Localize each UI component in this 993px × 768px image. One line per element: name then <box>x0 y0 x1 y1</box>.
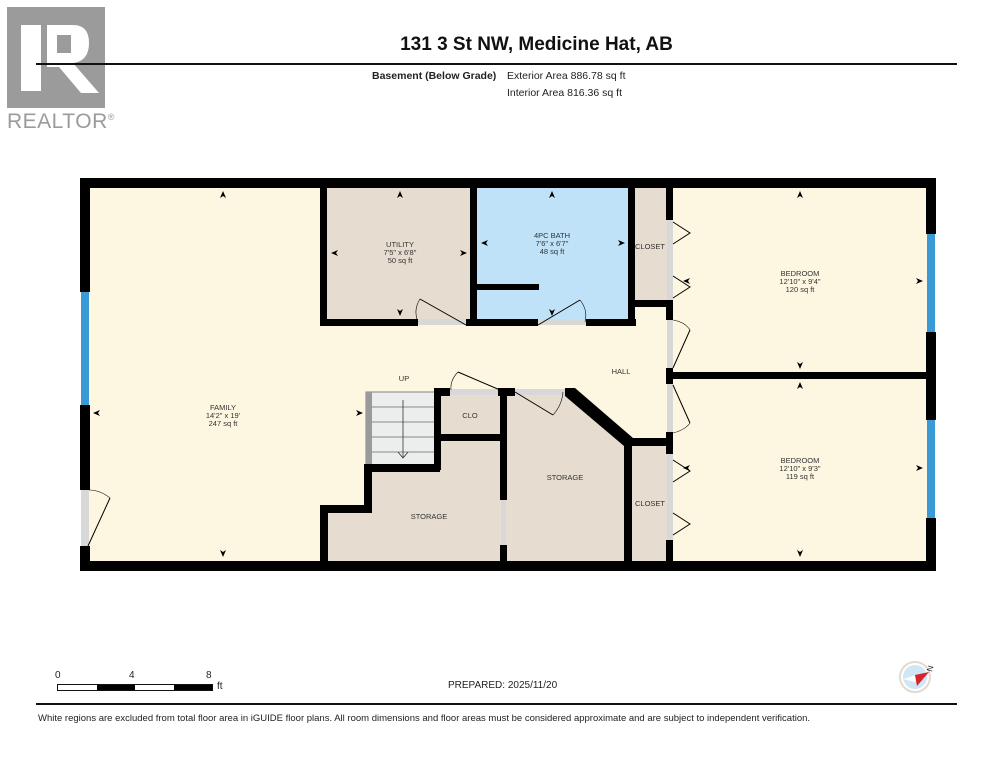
scale-tick-4: 4 <box>129 670 135 681</box>
floor-label: Basement (Below Grade) <box>372 70 497 82</box>
realtor-wordmark: REALTOR® <box>7 110 115 133</box>
interior-walls <box>320 186 928 563</box>
utility-label: UTILITY <box>386 240 414 249</box>
family-label: FAMILY <box>210 403 236 412</box>
bedroom-bottom-dims: 12'10" x 9'3" <box>779 464 820 473</box>
utility-area: 50 sq ft <box>388 256 414 265</box>
family-dims: 14'2" x 19' <box>206 411 241 420</box>
storage-mid-label: STORAGE <box>547 473 584 482</box>
storage-left-label: STORAGE <box>411 512 448 521</box>
exterior-area: Exterior Area 886.78 sq ft <box>507 70 626 82</box>
closet-bottom-fill <box>630 444 672 563</box>
bedroom-top-fill <box>672 186 930 376</box>
storage-mid-fill <box>506 392 628 563</box>
bath-label: 4PC BATH <box>534 231 570 240</box>
windows <box>81 234 935 518</box>
compass-icon: N <box>899 660 935 693</box>
closet-top-fill <box>630 186 672 304</box>
hall-label: HALL <box>612 367 631 376</box>
realtor-logo: REALTOR® <box>7 7 115 134</box>
closet-bottom-label: CLOSET <box>635 499 665 508</box>
realtor-r-mark-icon <box>7 7 105 108</box>
exterior-door-gap <box>81 490 89 546</box>
scale-unit: ft <box>217 681 223 692</box>
footer-divider <box>36 703 957 705</box>
up-label: UP <box>399 374 409 383</box>
window-bedroom-top <box>927 234 935 332</box>
bedroom-bottom-area: 119 sq ft <box>786 472 815 481</box>
scale-tick-8: 8 <box>206 670 212 681</box>
clo-fill <box>438 390 502 438</box>
window-family <box>81 292 89 405</box>
bedroom-bottom-label: BEDROOM <box>781 456 820 465</box>
compass-north-label: N <box>925 664 935 672</box>
header-divider <box>36 63 957 65</box>
bath-fill <box>474 186 630 322</box>
page-title: 131 3 St NW, Medicine Hat, AB <box>400 34 673 55</box>
dimension-arrows <box>93 191 923 557</box>
bedroom-bottom-fill <box>672 376 930 563</box>
storage-left-fill <box>326 438 502 563</box>
room-labels: FAMILY 14'2" x 19' 247 sq ft UTILITY 7'5… <box>206 231 821 521</box>
disclaimer: White regions are excluded from total fl… <box>38 713 811 724</box>
bath-dims: 7'6" x 6'7" <box>536 239 569 248</box>
family-area: 247 sq ft <box>209 419 239 428</box>
clo-label: CLO <box>462 411 478 420</box>
bath-area: 48 sq ft <box>540 247 566 256</box>
bedroom-top-area: 120 sq ft <box>786 285 816 294</box>
stairs <box>365 391 437 469</box>
door-swings <box>87 221 691 547</box>
utility-dims: 7'5" x 6'8" <box>384 248 417 257</box>
interior-area: Interior Area 816.36 sq ft <box>507 87 622 99</box>
utility-fill <box>326 186 474 322</box>
bedroom-top-label: BEDROOM <box>781 269 820 278</box>
closet-top-label: CLOSET <box>635 242 665 251</box>
window-bedroom-bottom <box>927 420 935 518</box>
exterior-walls <box>80 178 936 571</box>
prepared-date: PREPARED: 2025/11/20 <box>448 680 558 691</box>
scale-bar-graphic <box>57 684 213 691</box>
scale-tick-0: 0 <box>55 670 61 681</box>
bedroom-top-dims: 12'10" x 9'4" <box>779 277 820 286</box>
door-gaps <box>418 220 673 545</box>
